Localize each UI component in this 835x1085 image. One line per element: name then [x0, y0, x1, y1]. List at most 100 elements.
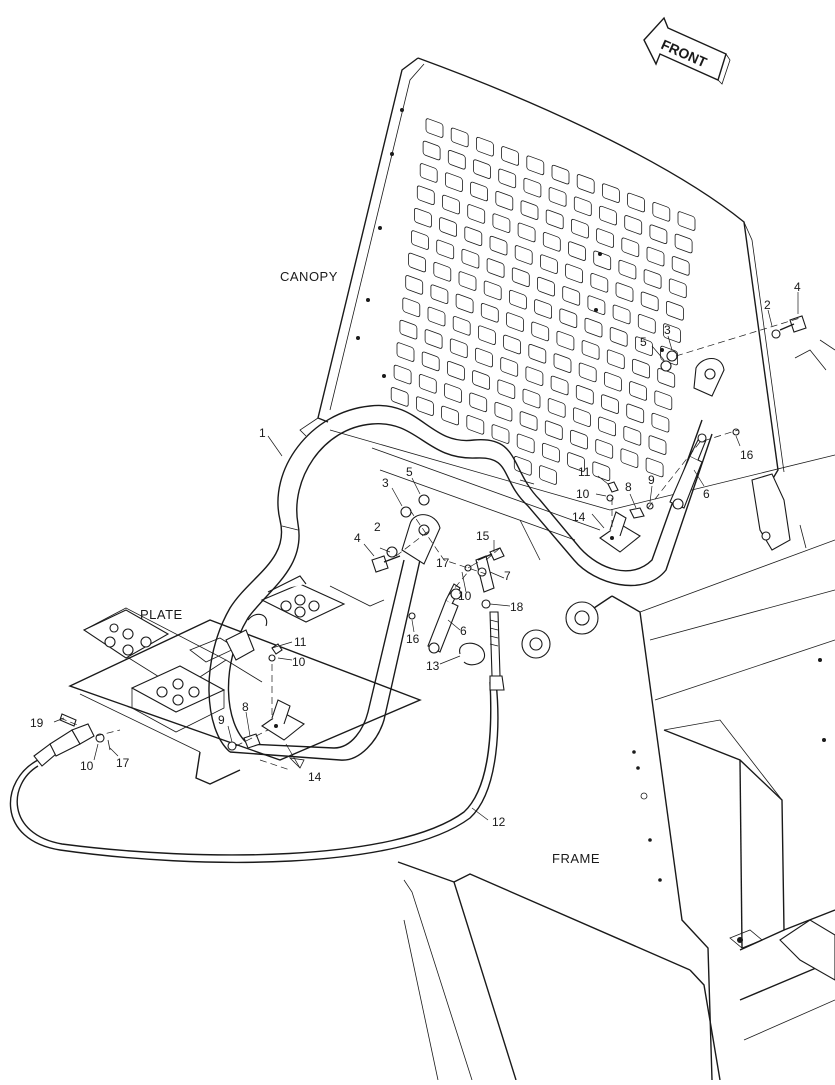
part-14-bracket-right: [599, 511, 641, 553]
grille-opening: [570, 429, 588, 450]
grille-opening: [671, 256, 690, 276]
grille-opening: [522, 388, 541, 409]
callout-19: 19: [30, 716, 44, 730]
grille-opening: [621, 237, 640, 258]
grille-opening: [578, 362, 597, 383]
callout-7: 7: [504, 569, 511, 583]
callout-14-right: 14: [572, 510, 586, 524]
grille-opening: [606, 349, 625, 370]
grille-opening: [427, 306, 446, 327]
grille-opening: [419, 163, 438, 183]
callout-16-right: 16: [740, 448, 754, 462]
pedal-left: [82, 609, 170, 659]
grille-opening: [618, 259, 637, 280]
grille-opening: [495, 190, 514, 211]
part-14-bracket-left: [261, 699, 305, 769]
grille-opening: [472, 370, 491, 390]
grille-opening: [444, 172, 463, 192]
callout-2-left: 2: [374, 520, 381, 534]
callout-10-left: 10: [292, 655, 306, 669]
grille-opening: [602, 183, 620, 203]
callout-6-left: 6: [460, 624, 467, 638]
canopy-panel: [299, 57, 785, 485]
grille-opening: [475, 136, 494, 157]
machine-frame: [329, 339, 835, 1081]
grille-opening: [571, 218, 589, 239]
callout-9-right: 9: [648, 473, 655, 487]
callout-4-left: 4: [354, 531, 361, 545]
part-cable-rod: [489, 611, 505, 691]
grille-opening: [413, 207, 432, 228]
grille-opening: [645, 457, 664, 478]
grille-opening: [411, 230, 429, 250]
grille-opening: [542, 442, 560, 463]
assembly-centerlines: [59, 317, 801, 771]
grille-opening: [424, 329, 443, 349]
part-1-grab-bar: [208, 357, 725, 761]
grille-opening: [473, 159, 491, 179]
grille-opening: [648, 435, 667, 455]
callout-10-center: 10: [458, 589, 472, 603]
canopy-label: CANOPY: [280, 269, 338, 284]
grille-opening: [523, 177, 542, 198]
grille-opening: [452, 316, 471, 336]
grille-opening: [677, 211, 696, 231]
front-arrow: FRONT: [643, 16, 731, 85]
grille-opening: [528, 343, 547, 364]
part-18-nut: [481, 599, 491, 609]
callout-12: 12: [492, 815, 506, 829]
grille-opening: [646, 246, 665, 267]
grille-opening: [547, 398, 566, 418]
grille-opening: [455, 293, 474, 314]
grille-opening: [652, 202, 671, 222]
part-15-bolt: [477, 547, 505, 561]
callout-11-right: 11: [578, 465, 591, 479]
part-12-cable: [9, 681, 499, 864]
grille-opening: [596, 228, 614, 248]
grille-opening: [629, 381, 647, 401]
grille-opening: [408, 252, 427, 273]
grille-opening: [461, 248, 480, 269]
callout-2-right: 2: [764, 298, 771, 312]
grille-opening: [492, 213, 511, 233]
grille-opening: [627, 192, 645, 213]
callout-11-left: 11: [294, 635, 307, 649]
canopy-mount-holes: [356, 108, 664, 378]
callout-10-right: 10: [576, 487, 590, 501]
grille-opening: [635, 336, 653, 356]
grille-opening: [441, 405, 460, 426]
part-6-gas-strut-left: [427, 583, 462, 654]
grille-opening: [483, 280, 502, 301]
grille-opening: [640, 291, 659, 312]
grille-opening: [573, 196, 592, 217]
callout-6-right: 6: [703, 487, 710, 501]
callout-10-lower: 10: [80, 759, 94, 773]
grille-opening: [399, 319, 418, 340]
grille-opening: [486, 258, 505, 278]
pedal-center: [260, 575, 346, 623]
grille-opening: [599, 205, 617, 226]
grille-opening: [575, 384, 594, 405]
grille-opening: [593, 250, 612, 271]
grille-opening: [444, 383, 462, 403]
grille-opening: [643, 269, 662, 289]
grille-opening: [506, 312, 524, 332]
grille-opening: [637, 314, 656, 334]
grille-opening: [511, 267, 530, 288]
grille-opening: [491, 424, 510, 444]
grille-opening: [666, 300, 684, 321]
grille-opening: [501, 146, 520, 166]
grille-opening: [439, 217, 458, 237]
callout-1: 1: [259, 426, 266, 440]
grille-opening: [595, 439, 614, 459]
grille-opening: [436, 239, 455, 260]
grille-opening: [668, 278, 687, 299]
callout-3-left: 3: [382, 476, 389, 490]
callout-leaders: [53, 292, 799, 821]
grille-opening: [559, 308, 578, 329]
grille-opening: [498, 168, 517, 189]
grille-opening: [477, 325, 496, 345]
grille-opening: [520, 200, 539, 220]
grille-opening: [626, 403, 645, 424]
